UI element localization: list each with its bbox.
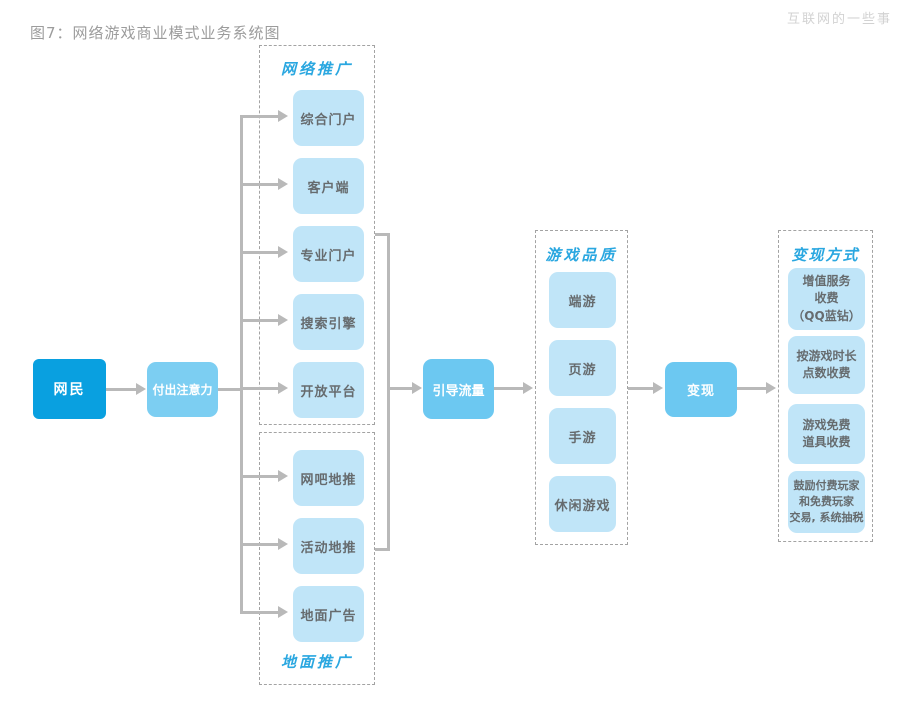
node-monetize: 变现 xyxy=(665,362,737,417)
group-ground-promotion: 网吧地推 活动地推 地面广告 地面推广 xyxy=(259,432,375,685)
figure-title: 图7：网络游戏商业模式业务系统图 xyxy=(30,24,281,42)
flow-line xyxy=(240,611,278,614)
item-netbar-promo: 网吧地推 xyxy=(293,450,364,506)
watermark-text: 互联网的一些事 xyxy=(786,12,892,27)
merge-line xyxy=(375,548,390,551)
arrowhead-right-icon xyxy=(278,110,288,122)
item-open-platform: 开放平台 xyxy=(293,362,364,418)
flow-line xyxy=(737,387,766,390)
group-online-promotion-label: 网络推广 xyxy=(280,60,353,78)
node-guide-traffic: 引导流量 xyxy=(423,359,494,419)
arrowhead-right-icon xyxy=(278,314,288,326)
distribution-trunk-line xyxy=(240,115,243,614)
arrowhead-right-icon xyxy=(136,383,146,395)
node-netizen: 网民 xyxy=(33,359,106,419)
flow-line xyxy=(387,387,412,390)
item-value-added-fee: 增值服务 收费 （QQ蓝钻） xyxy=(788,268,865,330)
arrowhead-right-icon xyxy=(412,382,422,394)
group-game-quality-label: 游戏品质 xyxy=(545,246,618,264)
merge-line xyxy=(375,233,390,236)
arrowhead-right-icon xyxy=(653,382,663,394)
arrowhead-right-icon xyxy=(278,246,288,258)
item-pro-portal: 专业门户 xyxy=(293,226,364,282)
item-client-game: 端游 xyxy=(549,272,616,328)
group-monetize-methods: 变现方式 增值服务 收费 （QQ蓝钻） 按游戏时长 点数收费 游戏免费 道具收费… xyxy=(778,230,873,542)
item-search-engine: 搜索引擎 xyxy=(293,294,364,350)
flow-line xyxy=(240,387,278,390)
arrowhead-right-icon xyxy=(278,538,288,550)
flow-line xyxy=(240,115,278,118)
item-trade-tax: 鼓励付费玩家 和免费玩家 交易, 系统抽税 xyxy=(788,471,865,533)
flow-line xyxy=(240,475,278,478)
flow-line xyxy=(240,543,278,546)
group-monetize-methods-label: 变现方式 xyxy=(791,246,860,264)
group-ground-promotion-label: 地面推广 xyxy=(280,653,353,671)
node-pay-attention: 付出注意力 xyxy=(147,362,218,417)
flow-line xyxy=(240,183,278,186)
item-web-game: 页游 xyxy=(549,340,616,396)
flow-line xyxy=(240,319,278,322)
item-event-promo: 活动地推 xyxy=(293,518,364,574)
flow-line xyxy=(240,251,278,254)
merge-trunk-line xyxy=(387,233,390,551)
item-mobile-game: 手游 xyxy=(549,408,616,464)
flow-line xyxy=(106,388,136,391)
item-client: 客户端 xyxy=(293,158,364,214)
item-time-point-fee: 按游戏时长 点数收费 xyxy=(788,336,865,394)
item-free-game-item-fee: 游戏免费 道具收费 xyxy=(788,404,865,464)
flow-line xyxy=(628,387,653,390)
item-casual-game: 休闲游戏 xyxy=(549,476,616,532)
group-online-promotion: 网络推广 综合门户 客户端 专业门户 搜索引擎 开放平台 xyxy=(259,45,375,425)
arrowhead-right-icon xyxy=(278,178,288,190)
flow-line xyxy=(494,387,523,390)
flow-line xyxy=(218,388,243,391)
item-ground-ads: 地面广告 xyxy=(293,586,364,642)
arrowhead-right-icon xyxy=(278,470,288,482)
arrowhead-right-icon xyxy=(278,606,288,618)
group-game-quality: 游戏品质 端游 页游 手游 休闲游戏 xyxy=(535,230,628,545)
arrowhead-right-icon xyxy=(523,382,533,394)
arrowhead-right-icon xyxy=(766,382,776,394)
item-portal: 综合门户 xyxy=(293,90,364,146)
arrowhead-right-icon xyxy=(278,382,288,394)
